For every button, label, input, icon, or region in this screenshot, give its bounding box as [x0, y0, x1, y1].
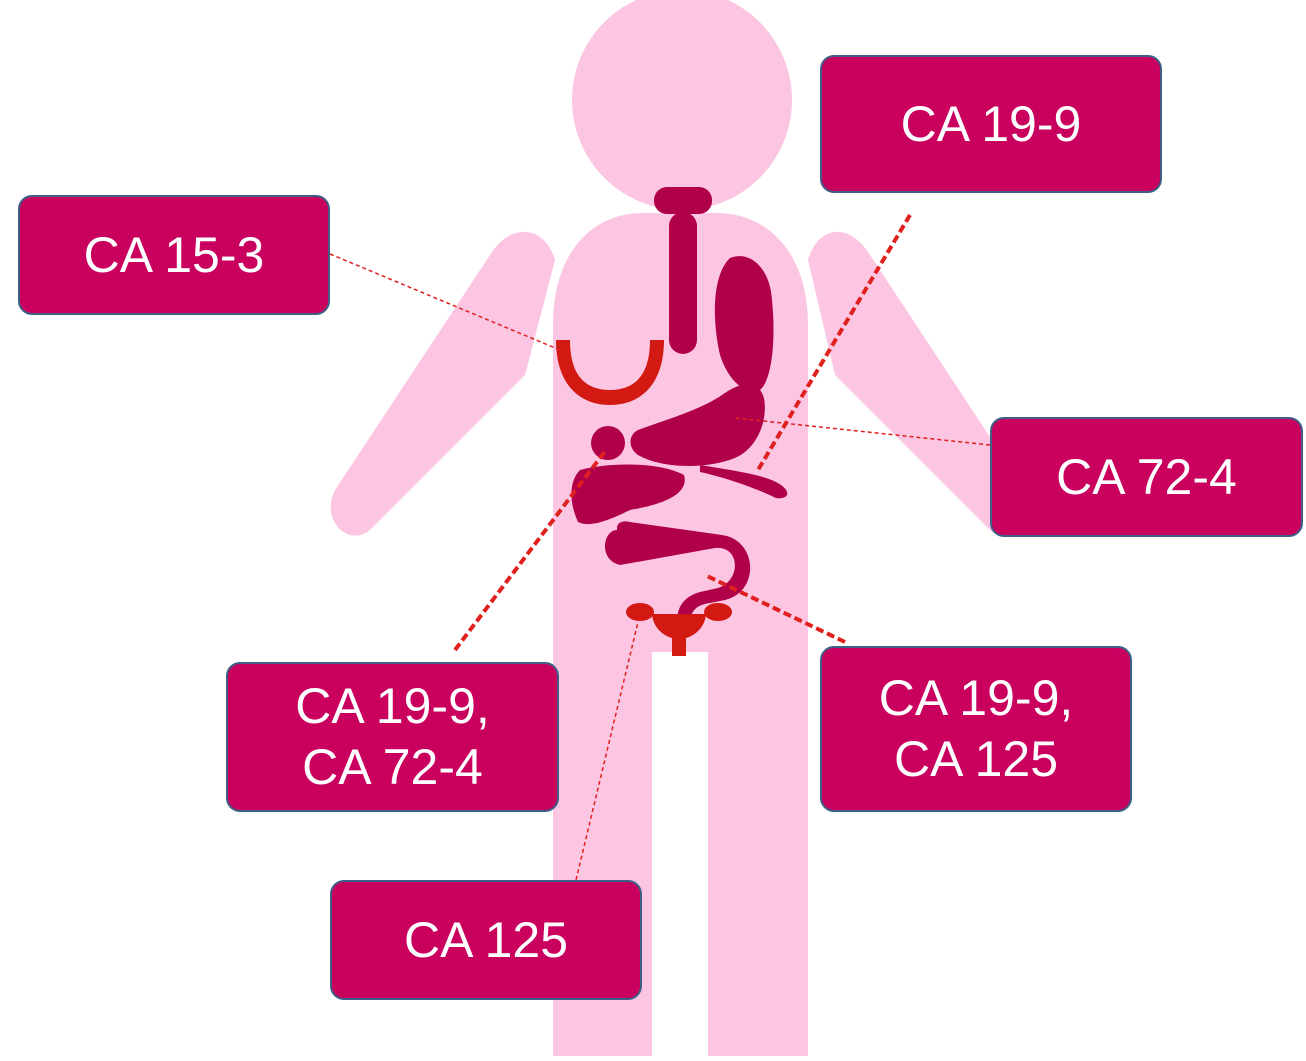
left-arm: [331, 232, 555, 536]
thyroid: [654, 187, 712, 214]
marker-label-stomach: CA 72-4: [990, 417, 1303, 537]
right-ovary: [704, 603, 732, 621]
marker-label-uterus-ovary: CA 125: [330, 880, 642, 1000]
esophagus: [669, 212, 697, 354]
marker-label-breast: CA 15-3: [18, 195, 330, 315]
gallbladder: [591, 426, 625, 460]
marker-label-pancreas: CA 19-9: [820, 55, 1162, 193]
marker-label-bowel-ovary: CA 19-9, CA 125: [820, 646, 1132, 812]
marker-label-colon-liver: CA 19-9, CA 72-4: [226, 662, 559, 812]
head: [572, 0, 792, 210]
left-ovary: [626, 603, 654, 621]
